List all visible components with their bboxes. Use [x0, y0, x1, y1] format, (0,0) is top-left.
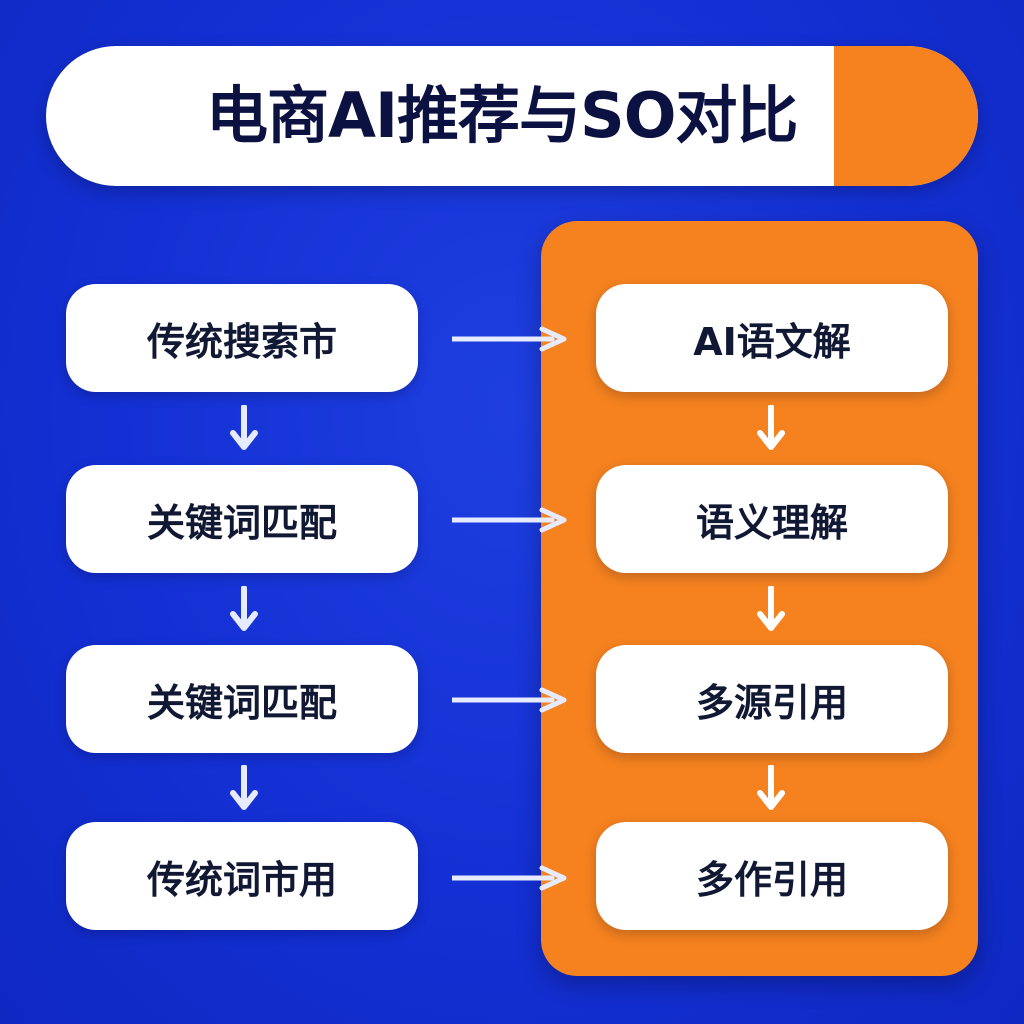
arrow-right-icon	[452, 507, 570, 533]
arrow-right-icon	[452, 865, 570, 891]
left-step-1: 传统搜索市	[66, 284, 418, 392]
arrow-down-icon	[229, 405, 259, 451]
title-accent-block	[834, 46, 978, 186]
arrow-right-icon	[452, 687, 570, 713]
arrow-down-icon	[756, 405, 786, 451]
title-banner: 电商AI推荐与SO对比	[46, 46, 978, 186]
left-step-4: 传统词市用	[66, 822, 418, 930]
arrow-down-icon	[229, 765, 259, 811]
arrow-down-icon	[229, 586, 259, 632]
right-step-2: 语义理解	[596, 465, 948, 573]
right-step-4: 多作引用	[596, 822, 948, 930]
left-step-3: 关键词匹配	[66, 645, 418, 753]
right-step-3: 多源引用	[596, 645, 948, 753]
arrow-down-icon	[756, 765, 786, 811]
left-step-2: 关键词匹配	[66, 465, 418, 573]
arrow-down-icon	[756, 586, 786, 632]
right-step-1: AI语文解	[596, 284, 948, 392]
page-title: 电商AI推荐与SO对比	[206, 79, 798, 152]
arrow-right-icon	[452, 326, 570, 352]
